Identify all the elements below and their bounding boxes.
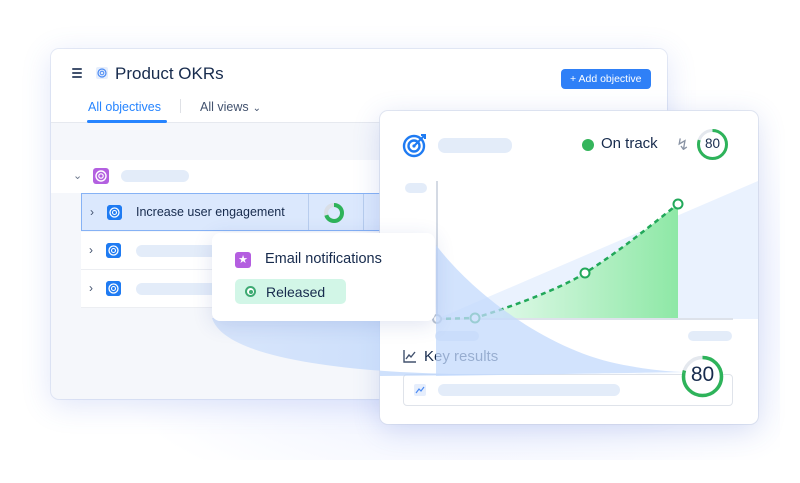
target-icon-blue [106, 243, 121, 258]
chart-line-icon [403, 350, 416, 363]
popup-title: Email notifications [265, 251, 382, 267]
add-objective-button[interactable]: + Add objective [561, 69, 651, 89]
status-dot-icon [245, 286, 256, 297]
key-result-score-value: 80 [690, 363, 715, 386]
tab-all-views[interactable]: All views⌄ [200, 100, 261, 114]
objective-title: Increase user engagement [136, 205, 285, 219]
target-arrow-icon [402, 134, 426, 158]
feature-popup[interactable]: ★ Email notifications Released [212, 233, 435, 321]
lightning-icon: ↯ [676, 137, 690, 154]
status-badge: Released [235, 279, 346, 304]
page-title: Product OKRs [115, 64, 224, 83]
key-results-title: Key results [424, 348, 499, 365]
chevron-right-icon[interactable]: › [89, 243, 93, 257]
chart-line-icon [414, 384, 426, 396]
chevron-right-icon[interactable]: › [90, 205, 94, 219]
tab-all-views-label: All views [200, 100, 249, 114]
placeholder-text [438, 384, 620, 396]
star-icon: ★ [235, 252, 251, 268]
placeholder-text [121, 170, 189, 182]
active-tab-indicator [87, 120, 167, 123]
tab-divider [180, 99, 181, 113]
target-icon-purple [93, 168, 109, 184]
objective-detail-card: On track ↯ 80 Key results [380, 111, 758, 424]
status-label: On track [601, 135, 658, 152]
progress-chart [405, 181, 758, 341]
menu-icon[interactable] [72, 68, 82, 78]
target-icon-blue [106, 281, 121, 296]
okr-header: Product OKRs All objectives All views⌄ +… [51, 49, 667, 123]
status-badge-label: Released [266, 284, 326, 300]
target-icon [96, 67, 108, 79]
score-ring [697, 129, 728, 160]
chevron-down-icon: ⌄ [252, 103, 262, 114]
tab-all-objectives[interactable]: All objectives [88, 100, 161, 114]
status-dot [582, 139, 594, 151]
chevron-right-icon[interactable]: › [89, 281, 93, 295]
progress-donut [324, 203, 344, 223]
target-icon-blue [107, 205, 122, 220]
key-result-score-ring [681, 355, 724, 398]
score-value: 80 [704, 136, 721, 151]
cell-divider [363, 194, 364, 230]
placeholder-text [438, 138, 512, 153]
cell-divider [308, 194, 309, 230]
chevron-down-icon[interactable]: ⌄ [73, 170, 83, 182]
